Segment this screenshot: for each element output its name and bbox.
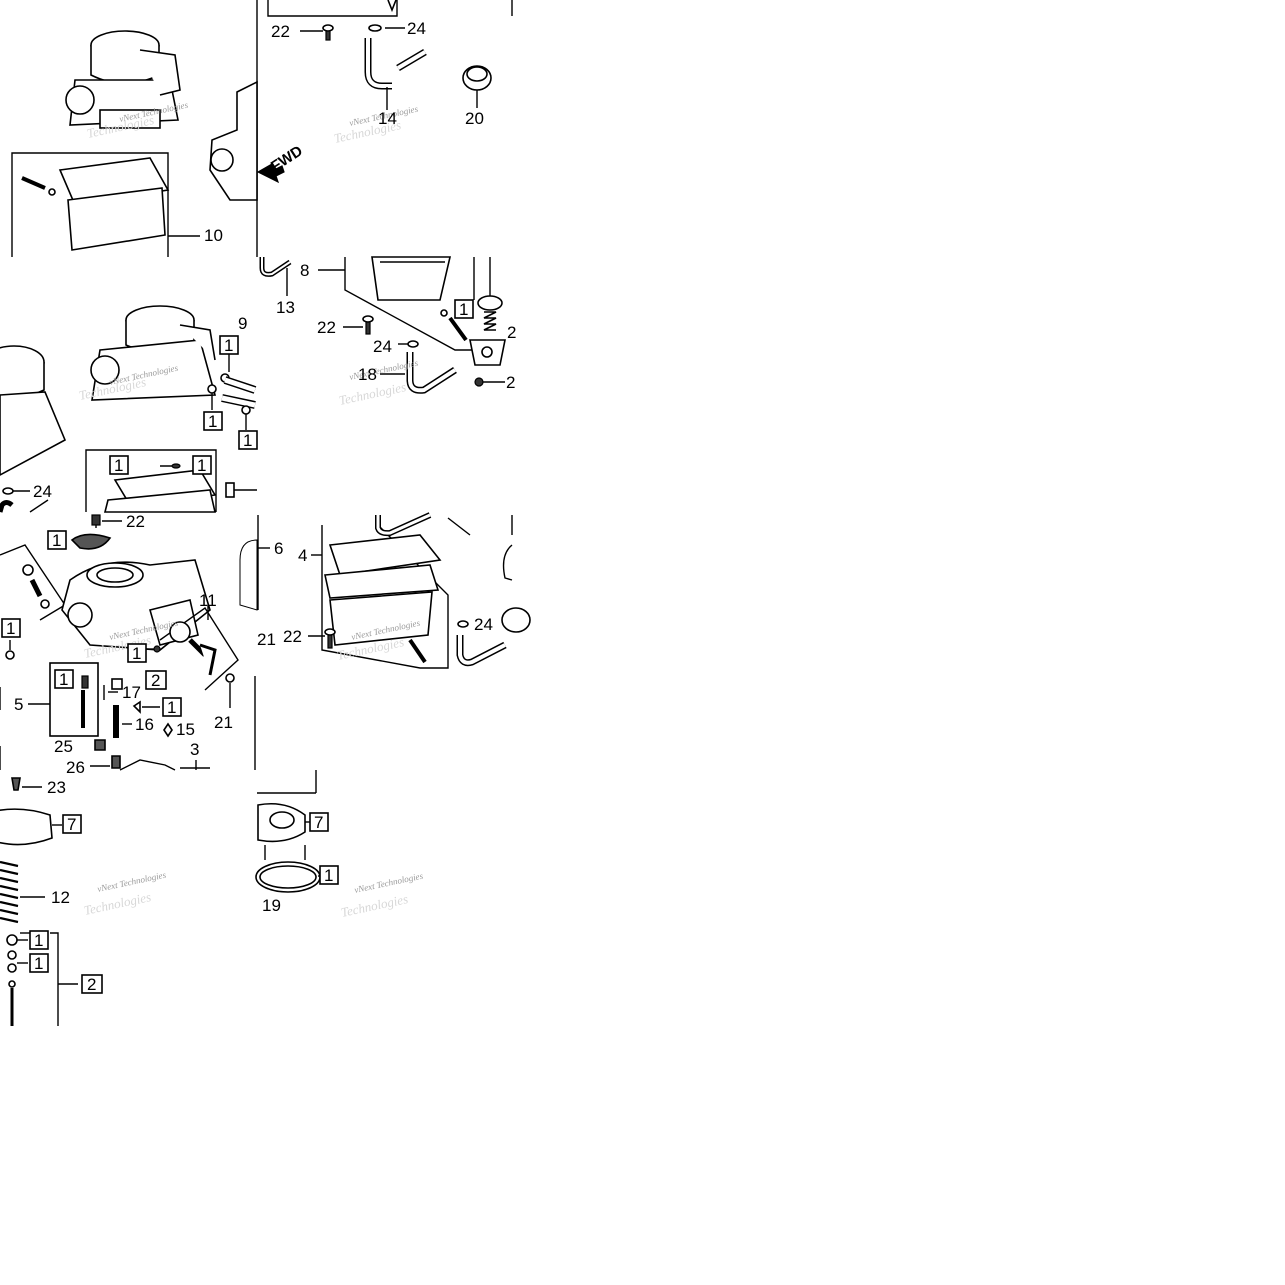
svg-text:Technologies: Technologies xyxy=(340,891,410,920)
float-bowl-group-4 xyxy=(239,512,531,669)
boxed-callout-label: 1 xyxy=(6,619,15,638)
boxed-callouts: 1 1 1 1 1 1 1 1 1 1 1 1 1 1 7 7 2 2 xyxy=(1,299,474,994)
callout-label: 18 xyxy=(358,365,377,384)
callout-label: 21 xyxy=(257,630,276,649)
callout-label: 16 xyxy=(135,715,154,734)
boxed-callout-label: 1 xyxy=(224,336,233,355)
boxed-callout-label: 1 xyxy=(243,431,252,450)
callout-label: 23 xyxy=(47,778,66,797)
callout-label: 24 xyxy=(474,615,493,634)
boxed-callout-label: 7 xyxy=(314,813,323,832)
callout-label: 24 xyxy=(407,19,426,38)
callout-label: 19 xyxy=(262,896,281,915)
callout-label: 8 xyxy=(300,261,309,280)
callout-label: 4 xyxy=(298,546,307,565)
boxed-callout-label: 1 xyxy=(167,698,176,717)
callout-label: 22 xyxy=(126,512,145,531)
boxed-callout-label: 1 xyxy=(197,456,206,475)
svg-text:Technologies: Technologies xyxy=(83,889,153,918)
svg-text:vNext Technologies: vNext Technologies xyxy=(353,871,424,895)
boxed-callout-label: 1 xyxy=(34,931,43,950)
callout-label: 2 xyxy=(507,323,516,342)
boxed-callout-label: 1 xyxy=(59,670,68,689)
fwd-arrow: FWD xyxy=(256,142,306,184)
callout-label: 5 xyxy=(14,695,23,714)
callout-label: 10 xyxy=(204,226,223,245)
boxed-callout-label: 1 xyxy=(34,954,43,973)
callout-label: 22 xyxy=(271,22,290,41)
fwd-label: FWD xyxy=(268,142,306,175)
middle-left-parts xyxy=(0,305,257,513)
boxed-callout-label: 1 xyxy=(459,300,468,319)
callout-label: 14 xyxy=(378,109,397,128)
boxed-callout-label: 7 xyxy=(67,815,76,834)
boxed-callout-label: 1 xyxy=(52,531,61,550)
callout-label: 20 xyxy=(465,109,484,128)
svg-text:vNext Technologies: vNext Technologies xyxy=(96,870,167,894)
callout-label: 13 xyxy=(276,298,295,317)
carburetor-partial-right xyxy=(209,80,258,201)
callout-label: 2 xyxy=(506,373,515,392)
top-right-parts xyxy=(267,0,492,110)
callout-label: 11 xyxy=(199,591,217,610)
boxed-callout-label: 1 xyxy=(132,644,141,663)
boxed-callout-label: 1 xyxy=(208,412,217,431)
carburetor-assembly-top-left xyxy=(65,30,181,129)
middle-right-parts xyxy=(259,256,506,394)
bottom-left-parts xyxy=(0,777,78,1026)
callout-label: 21 xyxy=(214,713,233,732)
callout-label: 6 xyxy=(274,539,283,558)
callout-label: 26 xyxy=(66,758,85,777)
float-bowl-group-10 xyxy=(11,152,200,257)
callout-numbers: 22 24 14 20 10 8 13 22 24 18 9 24 22 6 4… xyxy=(14,19,516,915)
boxed-callout-label: 2 xyxy=(87,975,96,994)
callout-label: 9 xyxy=(238,314,247,333)
boxed-callout-label: 2 xyxy=(151,671,160,690)
callout-label: 25 xyxy=(54,737,73,756)
boxed-callout-label: 1 xyxy=(114,456,123,475)
callout-label: 3 xyxy=(190,740,199,759)
callout-label: 22 xyxy=(283,627,302,646)
callout-label: 15 xyxy=(176,720,195,739)
callout-label: 17 xyxy=(122,683,141,702)
callout-label: 22 xyxy=(317,318,336,337)
callout-label: 24 xyxy=(373,337,392,356)
boxed-callout-label: 1 xyxy=(324,866,333,885)
callout-label: 12 xyxy=(51,888,70,907)
callout-label: 24 xyxy=(33,482,52,501)
